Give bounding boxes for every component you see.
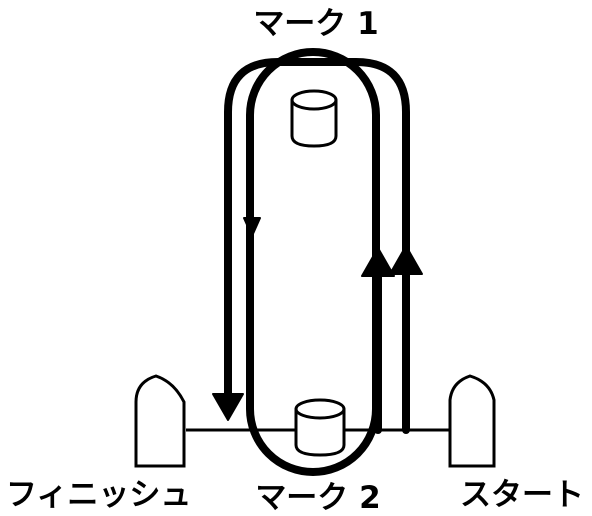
arrow-down-lower — [212, 393, 244, 421]
arrow-down-upper — [243, 217, 261, 237]
mark-2-label: マーク 2 — [255, 480, 380, 516]
arrow-up-inner — [361, 247, 395, 277]
finish-boat — [134, 374, 186, 468]
start-label: スタート — [460, 477, 584, 513]
outer-course-path — [224, 58, 410, 434]
finish-label: フィニッシュ — [6, 477, 191, 513]
mark-1-label: マーク 1 — [253, 6, 378, 42]
mark-1-buoy — [290, 89, 338, 148]
start-boat — [448, 374, 496, 468]
mark-2-buoy — [294, 398, 346, 457]
arrow-up-outer — [389, 245, 423, 275]
